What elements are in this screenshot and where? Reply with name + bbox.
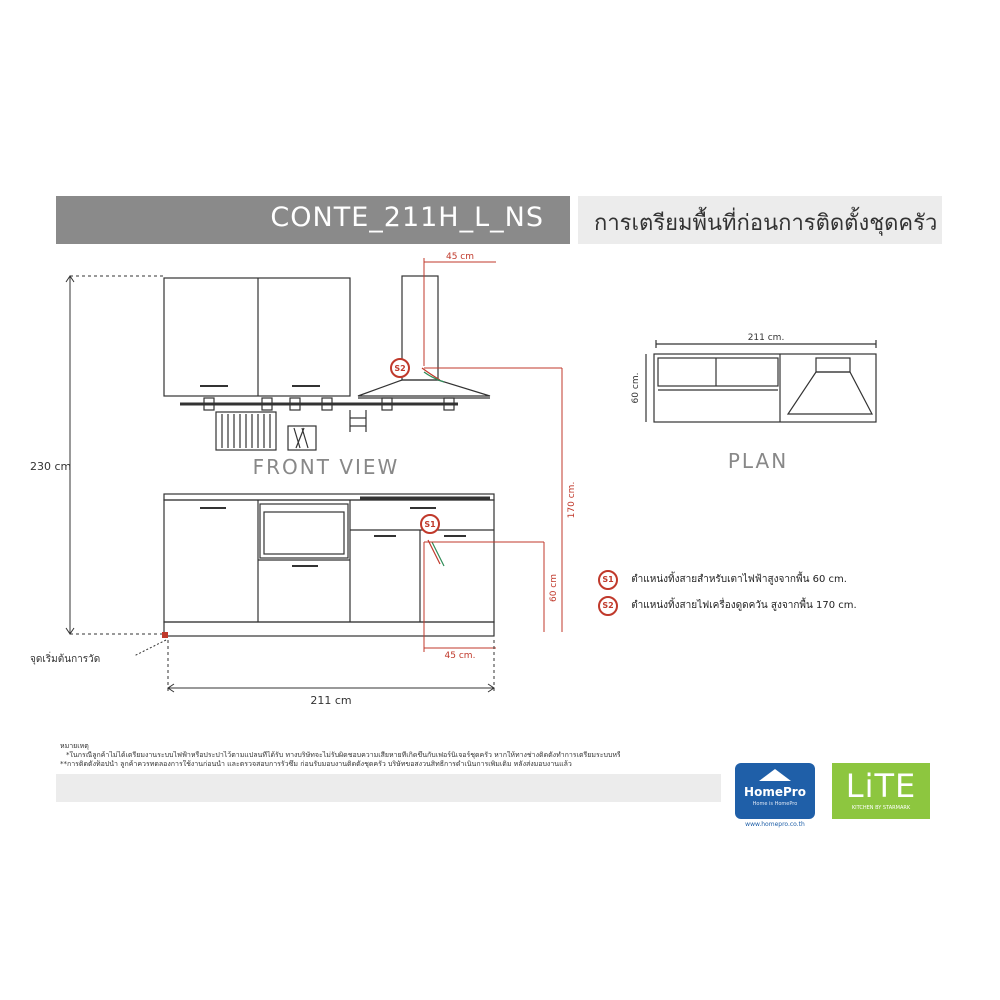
legend-item-s1: S1 ตำแหน่งทิ้งสายสำหรับเตาไฟฟ้าสูงจากพื้… <box>598 570 847 590</box>
height-label: 230 cm <box>30 460 71 473</box>
stove-height-label: 60 cm <box>549 574 559 602</box>
notes: หมายเหตุ *ในกรณีลูกค้าไม่ได้เตรียมงานระบ… <box>60 742 620 769</box>
notes-line-1: *ในกรณีลูกค้าไม่ได้เตรียมงานระบบไฟฟ้าหรื… <box>66 751 620 759</box>
dish-rack <box>215 411 277 451</box>
house-roof-icon <box>759 769 791 781</box>
cabinet-plinth <box>163 621 495 637</box>
s1-marker: S1 <box>420 514 440 534</box>
notes-line-2: **การติดตั้งท็อปน้ำ ลูกค้าควรทดลองการใช้… <box>60 760 572 768</box>
model-title-bar: CONTE_211H_L_NS <box>56 196 570 244</box>
stove-offset-label: 45 cm. <box>445 651 476 661</box>
homepro-logo: HomePro Home is HomePro <box>735 763 815 819</box>
measure-start-point <box>162 632 168 638</box>
plan-depth-label: 60 cm. <box>631 373 641 404</box>
page-subtitle: การเตรียมพื้นที่ก่อนการติดตั้งชุดครัว <box>594 211 938 236</box>
s1-badge: S1 <box>598 570 618 590</box>
model-code: CONTE_211H_L_NS <box>270 202 544 233</box>
legend-item-s2: S2 ตำแหน่งทิ้งสายไฟเครื่องดูดควัน สูงจาก… <box>598 596 857 616</box>
notes-title: หมายเหตุ <box>60 742 89 750</box>
upper-cabinet <box>163 277 351 397</box>
s1-marker-label: S1 <box>424 520 436 529</box>
hood-height-label: 170 cm. <box>567 482 577 519</box>
s2-marker-label: S2 <box>394 364 405 373</box>
start-point-label: จุดเริ่มต้นการวัด <box>30 651 100 665</box>
front-view-label: FRONT VIEW <box>253 455 400 479</box>
notes-bar <box>56 774 721 802</box>
base-cabinet <box>163 499 495 623</box>
s2-marker: S2 <box>390 358 410 378</box>
s1-description: ตำแหน่งทิ้งสายสำหรับเตาไฟฟ้าสูงจากพื้น 6… <box>631 574 847 585</box>
utensil-holder <box>287 425 317 451</box>
subtitle-bar: การเตรียมพื้นที่ก่อนการติดตั้งชุดครัว <box>578 196 942 244</box>
plan-label: PLAN <box>728 449 788 473</box>
plan-width-label: 211 cm. <box>748 333 785 343</box>
width-label: 211 cm <box>310 694 351 707</box>
lite-logo: LiTE KITCHEN BY STARMARK <box>832 763 930 819</box>
homepro-url: www.homepro.co.th <box>745 821 805 828</box>
hood-offset-label: 45 cm <box>446 252 474 262</box>
plan-drawing <box>645 340 877 423</box>
s2-description: ตำแหน่งทิ้งสายไฟเครื่องดูดควัน สูงจากพื้… <box>631 600 857 611</box>
s2-badge: S2 <box>598 596 618 616</box>
